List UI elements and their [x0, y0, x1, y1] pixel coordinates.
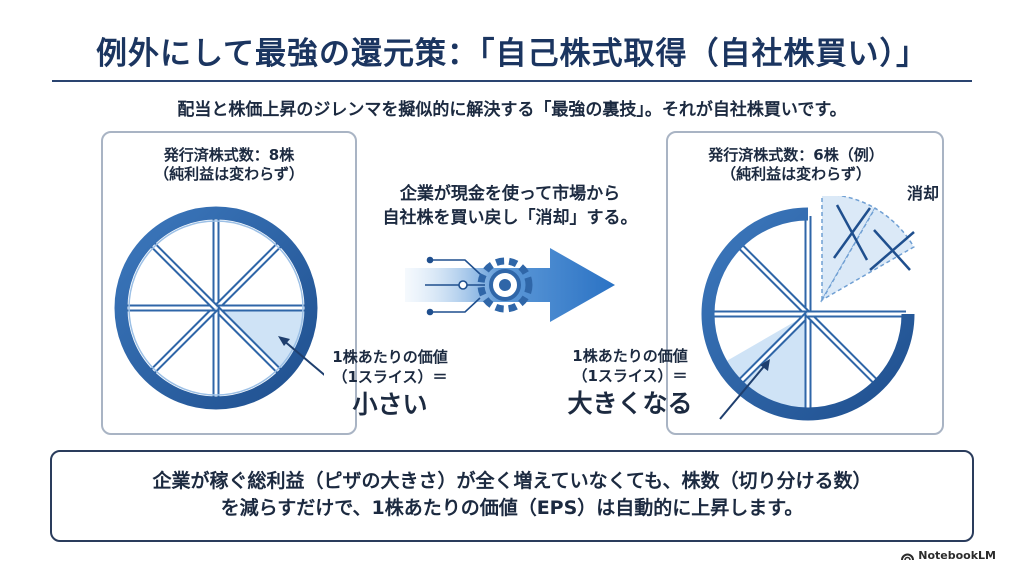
buyback-description-line-2: 自社株を買い戻し「消却」する。 — [382, 208, 638, 228]
before-caption: 発行済株式数：8株 （純利益は変わらず） — [103, 146, 355, 184]
buyback-arrow-icon — [405, 248, 615, 322]
pointer-arrowhead — [278, 336, 290, 346]
buyback-description: 企業が現金を使って市場から 自社株を買い戻し「消却」する。 — [360, 182, 660, 230]
slice-divider — [214, 241, 283, 310]
footer-brand: NotebookLM — [901, 549, 996, 562]
after-value-label: 1株あたりの価値 （1スライス）＝ 大きくなる — [560, 346, 700, 420]
before-profit-note: （純利益は変わらず） — [154, 165, 304, 183]
slice-dividers — [710, 216, 906, 412]
circuit-lines — [425, 256, 485, 316]
buyback-description-line-1: 企業が現金を使って市場から — [399, 184, 621, 204]
slice-divider — [149, 306, 218, 375]
gear-icon — [477, 257, 533, 313]
pie-crust-ring — [701, 207, 915, 421]
after-profit-note: （純利益は変わらず） — [721, 165, 871, 183]
summary-box — [50, 450, 974, 542]
cross-mark-icon — [869, 229, 915, 271]
removed-slice — [819, 207, 915, 303]
slice-divider — [737, 243, 810, 316]
slice-divider — [806, 312, 879, 385]
summary-line-2: を減らすだけで、1株あたりの価値（EPS）は自動的に上昇します。 — [220, 497, 804, 519]
before-pie-chart — [114, 206, 324, 410]
cross-mark-icon — [832, 204, 872, 261]
summary-text: 企業が稼ぐ総利益（ピザの大きさ）が全く増えていなくても、株数（切り分ける数） を… — [50, 468, 974, 522]
pointer-arrowhead — [760, 359, 770, 371]
removed-label: 消却 — [907, 184, 940, 203]
removed-slices — [819, 196, 915, 303]
value-per-share-label: 1株あたりの価値 — [572, 347, 688, 365]
slice-divider — [214, 306, 283, 375]
pie-inner-ring — [128, 220, 304, 396]
after-share-count: 発行済株式数：6株（例） — [708, 146, 884, 164]
one-slice-label: （1スライス）＝ — [572, 367, 688, 385]
after-caption: 発行済株式数：6株（例） （純利益は変わらず） — [676, 146, 916, 184]
before-share-count: 発行済株式数：8株 — [163, 146, 295, 164]
value-per-share-label: 1株あたりの価値 — [332, 348, 448, 366]
one-slice-label: （1スライス）＝ — [332, 368, 448, 386]
slice-dividers — [124, 216, 308, 400]
page-title: 例外にして最強の還元策：「自己株式取得（自社株買い）」 — [95, 36, 929, 72]
subtitle: 配当と株価上昇のジレンマを擬似的に解決する「最強の裏技」。それが自社株買いです。 — [177, 100, 847, 120]
pointer-arrow — [282, 339, 324, 376]
after-pie-chart — [701, 196, 915, 421]
value-small-label: 小さい — [352, 390, 428, 419]
value-bigger-label: 大きくなる — [567, 389, 693, 418]
summary-line-1: 企業が稼ぐ総利益（ピザの大きさ）が全く増えていなくても、株数（切り分ける数） — [152, 470, 872, 492]
pointer-arrow — [719, 363, 767, 420]
before-value-label: 1株あたりの価値 （1スライス）＝ 小さい — [325, 347, 455, 421]
slice-divider — [149, 241, 218, 310]
brand-name: NotebookLM — [918, 549, 996, 562]
pie-crust-ring — [114, 206, 318, 410]
notebooklm-logo-icon — [901, 553, 915, 560]
title-divider — [52, 80, 972, 82]
slice-divider — [737, 312, 810, 385]
